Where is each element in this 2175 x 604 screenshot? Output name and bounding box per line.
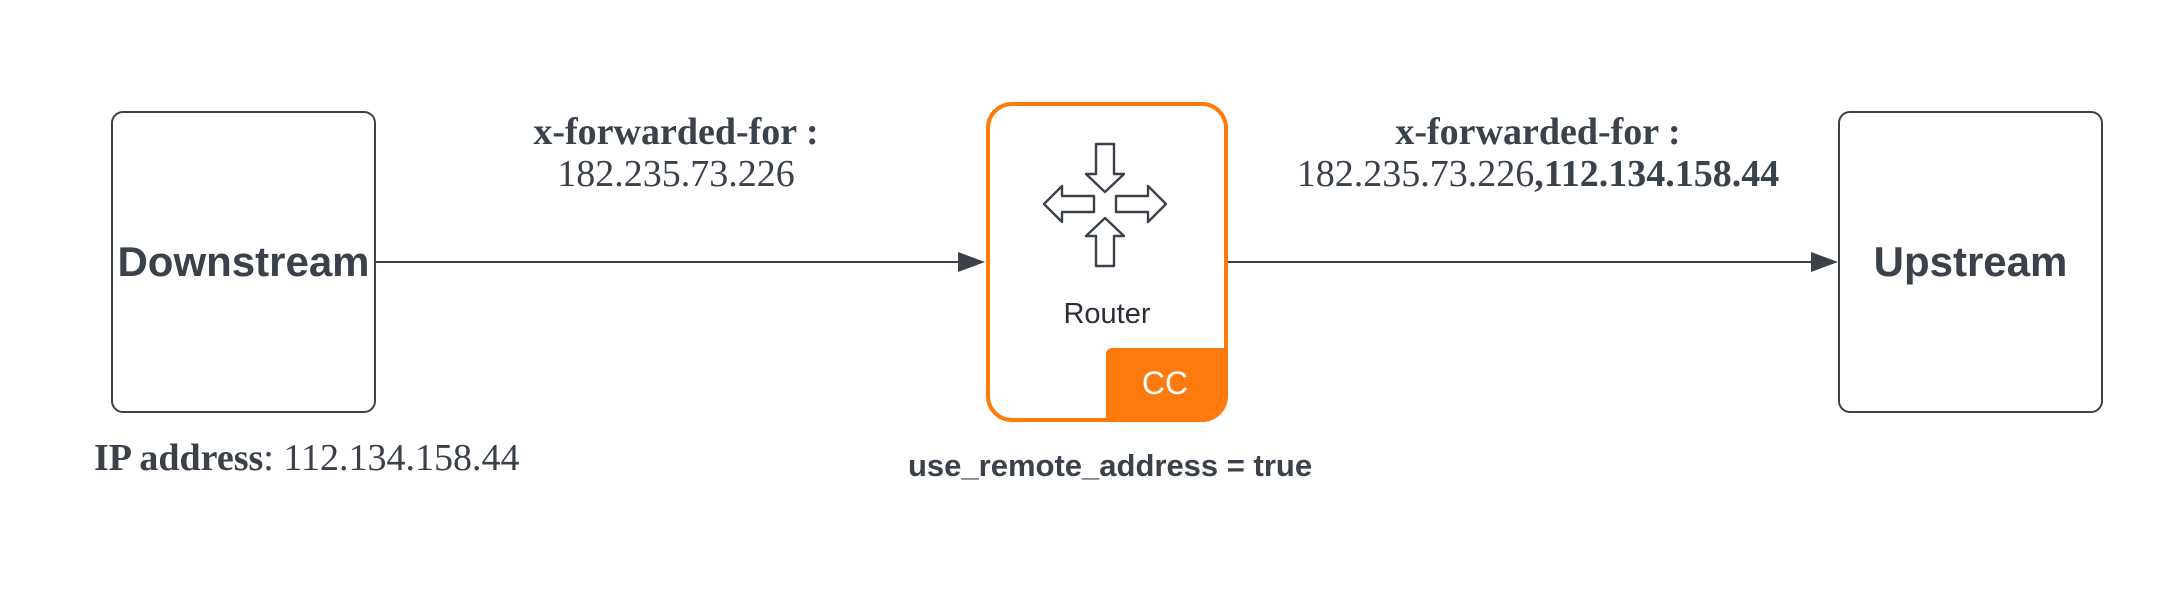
router-icon <box>1042 142 1168 268</box>
upstream-label: Upstream <box>1873 238 2068 285</box>
router-badge-text: CC <box>1141 364 1189 401</box>
ip-address-label: IP address <box>94 437 264 479</box>
header-key: x-forwarded-for : <box>1395 111 1681 153</box>
header-key: x-forwarded-for : <box>533 111 819 153</box>
ip-address-annotation: IP address: 112.134.158.44 <box>94 436 519 480</box>
header-value: 182.235.73.226 <box>557 153 795 195</box>
ip-address-value: : 112.134.158.44 <box>263 437 520 479</box>
edge-label-router-upstream: x-forwarded-for : 182.235.73.226,112.134… <box>1238 112 1838 196</box>
arrowhead-upstream <box>1811 252 1838 272</box>
router-config-annotation: use_remote_address = true <box>908 448 1313 483</box>
downstream-label: Downstream <box>117 238 370 285</box>
router-node[interactable]: Router CC <box>986 102 1228 422</box>
router-label: Router <box>1063 298 1151 330</box>
downstream-node[interactable]: Downstream <box>111 111 376 413</box>
arrowhead-router <box>958 252 985 272</box>
header-value-prefix: 182.235.73.226 <box>1296 153 1535 195</box>
header-value-appended: ,112.134.158.44 <box>1534 153 1780 195</box>
router-badge: CC <box>1106 348 1224 418</box>
edge-label-downstream-router: x-forwarded-for : 182.235.73.226 <box>476 112 876 196</box>
upstream-node[interactable]: Upstream <box>1838 111 2103 413</box>
header-value: 182.235.73.226,112.134.158.44 <box>1238 152 1838 196</box>
